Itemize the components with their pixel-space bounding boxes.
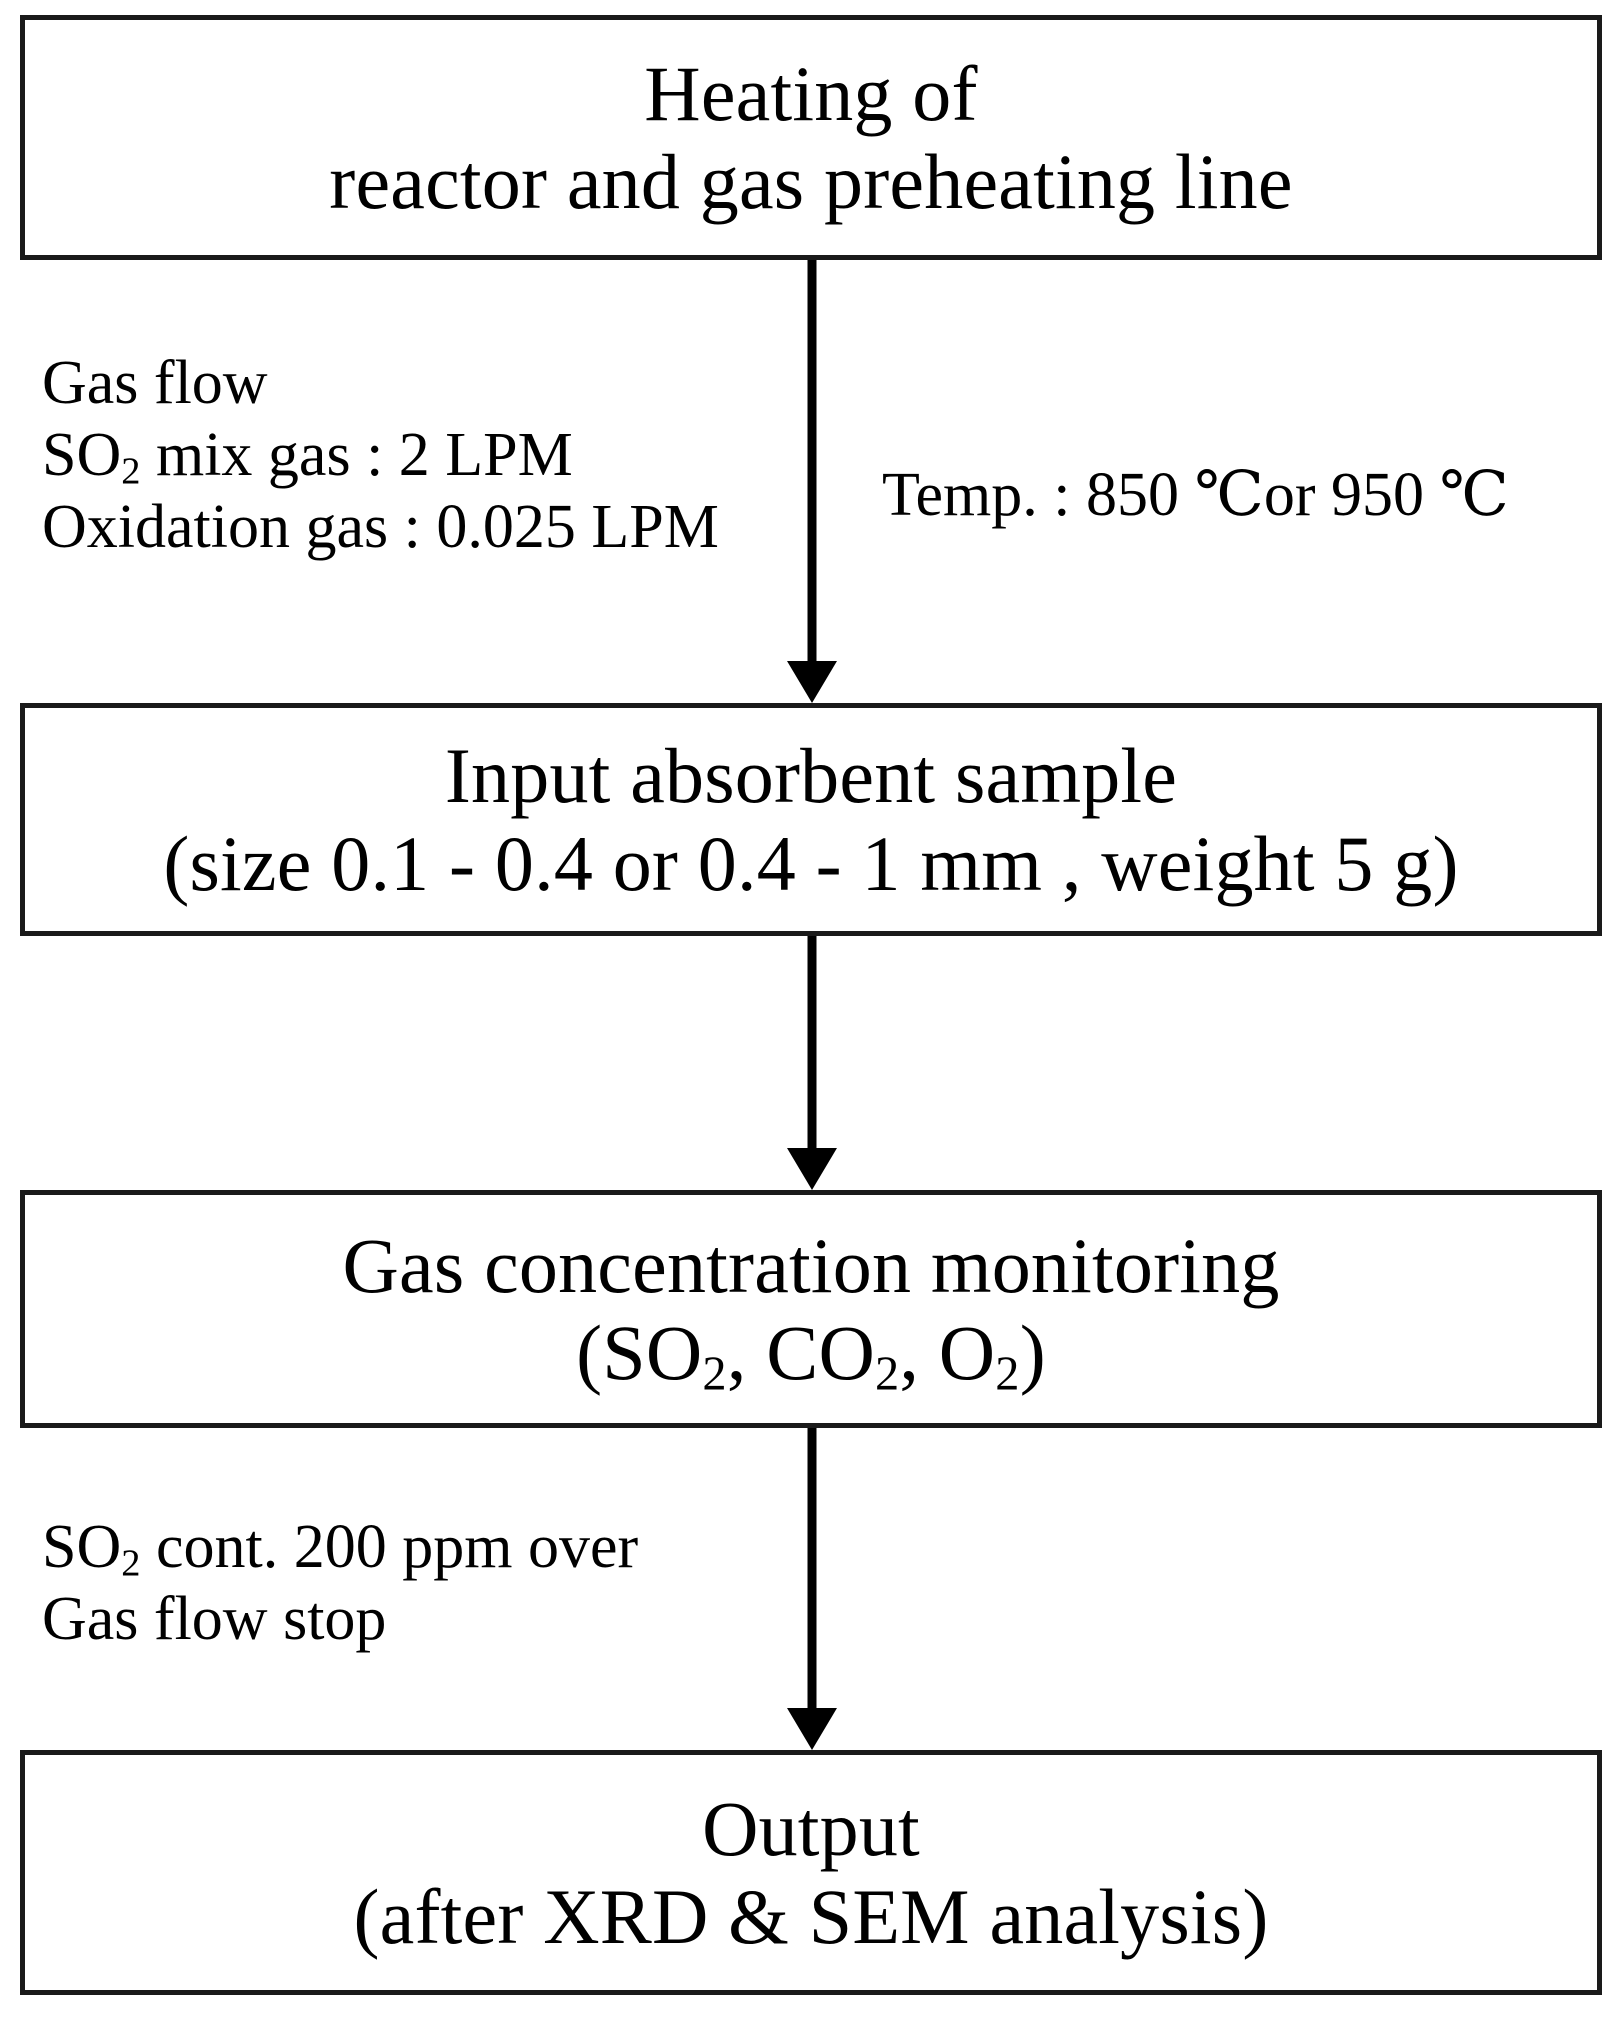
temperature-label: Temp. : 850 bbox=[882, 461, 1195, 529]
so2-formula-rest: cont. 200 ppm over bbox=[140, 1513, 639, 1581]
so2-subscript: 2 bbox=[702, 1347, 727, 1401]
gas-formula-mid-2: , O bbox=[899, 1309, 996, 1396]
process-box-output-line-2: (after XRD & SEM analysis) bbox=[353, 1872, 1269, 1960]
annotation-gas-flow-line-1: Gas flow bbox=[42, 349, 268, 417]
annotation-gas-flow: Gas flow SO2 mix gas : 2 LPM Oxidation g… bbox=[42, 348, 719, 564]
process-box-output-line-1: Output bbox=[702, 1785, 920, 1873]
process-box-input-sample-line-1: Input absorbent sample bbox=[444, 732, 1178, 820]
process-box-heating: Heating of reactor and gas preheating li… bbox=[20, 15, 1602, 260]
process-box-heating-line-2: reactor and gas preheating line bbox=[329, 137, 1293, 225]
annotation-temperature-line: Temp. : 850 ℃or 950 ℃ bbox=[882, 460, 1509, 532]
so2-subscript: 2 bbox=[121, 1542, 141, 1585]
so2-formula-prefix: SO bbox=[42, 1513, 122, 1581]
process-box-gas-monitoring-line-2: (SO2, CO2, O2) bbox=[576, 1309, 1046, 1398]
process-box-output: Output (after XRD & SEM analysis) bbox=[20, 1750, 1602, 1995]
co2-subscript: 2 bbox=[874, 1347, 900, 1401]
arrowhead-down-icon bbox=[787, 1148, 837, 1190]
annotation-gas-flow-line-2: SO2 mix gas : 2 LPM bbox=[42, 420, 719, 492]
connector-heating-to-input bbox=[787, 260, 837, 703]
gas-formula-mid-1: , CO bbox=[726, 1309, 875, 1396]
connector-input-to-monitoring bbox=[787, 936, 837, 1190]
so2-formula-prefix: SO bbox=[42, 420, 122, 489]
process-box-gas-monitoring: Gas concentration monitoring (SO2, CO2, … bbox=[20, 1190, 1602, 1428]
o2-subscript: 2 bbox=[995, 1347, 1020, 1401]
annotation-temperature: Temp. : 850 ℃or 950 ℃ bbox=[882, 460, 1509, 532]
celsius-icon: ℃ bbox=[1439, 461, 1509, 529]
gas-formula-prefix: (SO bbox=[576, 1309, 703, 1396]
annotation-stop-condition-line-1: SO2 cont. 200 ppm over bbox=[42, 1512, 638, 1584]
annotation-stop-condition: SO2 cont. 200 ppm over Gas flow stop bbox=[42, 1512, 638, 1656]
process-box-input-sample: Input absorbent sample (size 0.1 - 0.4 o… bbox=[20, 703, 1602, 936]
temperature-or-text: or 950 bbox=[1263, 461, 1440, 529]
connector-shaft bbox=[807, 1428, 817, 1710]
arrowhead-down-icon bbox=[787, 661, 837, 703]
process-box-gas-monitoring-line-1: Gas concentration monitoring bbox=[342, 1221, 1280, 1309]
so2-formula-rest: mix gas : 2 LPM bbox=[140, 420, 573, 489]
connector-monitoring-to-output bbox=[787, 1428, 837, 1750]
so2-subscript: 2 bbox=[121, 450, 141, 493]
annotation-stop-condition-line-2: Gas flow stop bbox=[42, 1584, 387, 1653]
process-box-input-sample-line-2: (size 0.1 - 0.4 or 0.4 - 1 mm , weight 5… bbox=[163, 819, 1459, 907]
arrowhead-down-icon bbox=[787, 1708, 837, 1750]
connector-shaft bbox=[807, 936, 817, 1150]
process-box-heating-line-1: Heating of bbox=[644, 50, 978, 138]
annotation-gas-flow-line-3: Oxidation gas : 0.025 LPM bbox=[42, 492, 719, 561]
celsius-icon: ℃ bbox=[1194, 461, 1264, 529]
connector-shaft bbox=[807, 260, 817, 663]
gas-formula-suffix: ) bbox=[1019, 1309, 1046, 1396]
